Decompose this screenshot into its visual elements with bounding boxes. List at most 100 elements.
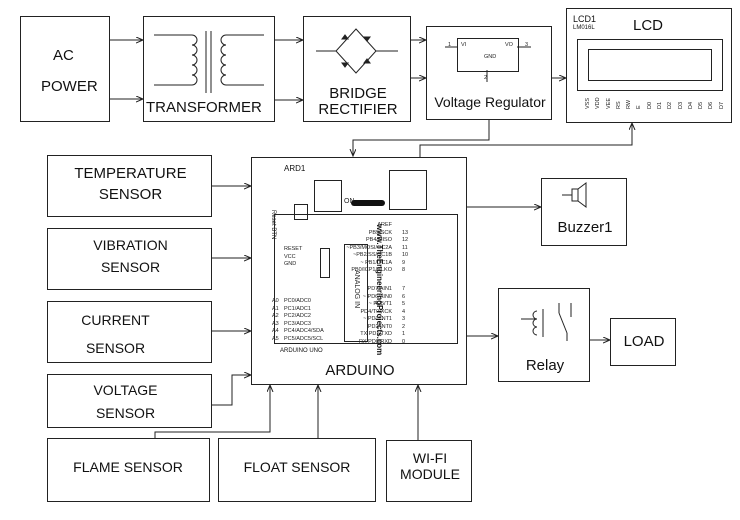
arduino-pin-number: 6 xyxy=(402,293,406,300)
arduino-pin-number: A4 xyxy=(272,328,279,334)
current-label-line1: CURRENT xyxy=(81,312,150,328)
lcd-pin-label: RS xyxy=(615,101,622,109)
transformer-block: TRANSFORMER xyxy=(143,16,275,122)
relay-block: Relay xyxy=(498,288,590,382)
arduino-pin-number: A3 xyxy=(272,320,279,327)
arduino-pin-number: 3 xyxy=(402,316,406,322)
arduino-pin-label: VCC xyxy=(284,253,296,260)
temperature-label-line1: TEMPERATURE xyxy=(74,165,187,182)
ac-power-label-line2: POWER xyxy=(41,78,98,95)
arduino-ref: ARD1 xyxy=(284,164,306,173)
ac-power-block: AC POWER xyxy=(20,16,110,122)
arduino-board xyxy=(274,214,458,344)
lcd-ref: LCD1 xyxy=(573,14,597,24)
arduino-pin-number: 7 xyxy=(402,286,406,292)
arduino-mcu-chip xyxy=(344,244,368,342)
arduino-power-jack xyxy=(314,180,342,212)
arduino-pin-label: PD4/T0/XCK xyxy=(360,308,392,315)
arduino-pin-number: 5 xyxy=(402,301,406,307)
arrow-regulator-arduino xyxy=(353,120,490,156)
voltage-label-line2: SENSOR xyxy=(95,405,156,421)
temperature-sensor-block: TEMPERATURE SENSOR xyxy=(47,155,212,217)
arduino-pin-label: RX PD0/RXD xyxy=(358,338,392,345)
arduino-pin-label: ~ PB1/OC1A xyxy=(360,259,392,266)
buzzer-label: Buzzer1 xyxy=(557,219,613,236)
lcd-pin-label: VSS xyxy=(585,97,591,109)
arduino-pin-number: 10 xyxy=(402,252,409,258)
regulator-chip xyxy=(457,38,519,72)
arduino-pin-label: PC0/ADC0 xyxy=(284,298,311,304)
bridge-rectifier-block: BRIDGE RECTIFIER xyxy=(303,16,411,122)
arduino-pin-number: 1 xyxy=(402,331,406,337)
arduino-pin-number: A2 xyxy=(272,313,279,319)
arduino-pin-number: 4 xyxy=(402,308,406,315)
arduino-pin-number: 8 xyxy=(402,267,406,273)
arduino-pin-label: PD7/AIN1 xyxy=(367,286,392,292)
ac-power-label-line1: AC xyxy=(53,47,74,64)
arrow-voltage-arduino xyxy=(212,375,251,406)
regulator-pin2-num: 2 xyxy=(484,75,488,81)
lcd-pin-label: D5 xyxy=(698,101,705,109)
flame-sensor-label: FLAME SENSOR xyxy=(73,459,183,475)
arduino-pin-number: A0 xyxy=(272,298,279,304)
arduino-pin-number: A5 xyxy=(272,335,279,342)
arduino-pin-label: ~PB2/SS/OC1B xyxy=(353,252,392,258)
lcd-pin-label: D1 xyxy=(657,101,663,109)
lcd-screen xyxy=(588,49,712,81)
lcd-pin-label: D6 xyxy=(708,101,715,109)
arduino-pin-label: ~PB3/MOSI/OC2A xyxy=(346,244,392,251)
regulator-leads xyxy=(445,46,531,82)
flame-sensor-block: FLAME SENSOR xyxy=(47,438,210,502)
lcd-title: LCD xyxy=(633,17,664,34)
bridge-label-line1: BRIDGE xyxy=(329,85,387,102)
arduino-pin-number: 13 xyxy=(402,229,409,236)
current-sensor-block: CURRENT SENSOR xyxy=(47,301,212,363)
arrow-flame-arduino xyxy=(154,385,270,438)
arduino-crystal xyxy=(320,248,330,278)
bridge-rectifier-icon xyxy=(316,28,398,74)
lcd-pin-label: D4 xyxy=(687,101,694,109)
arduino-pin-number: 0 xyxy=(402,338,406,345)
voltage-regulator-block: 1 VI VO 3 GND 2 Voltage Regulator xyxy=(426,26,552,120)
arduino-pin-label: PD2/INT0 xyxy=(367,323,392,330)
lcd-pin-label: D0 xyxy=(646,101,653,109)
buzzer-icon xyxy=(562,182,587,208)
arduino-model: ARDUINO UNO xyxy=(280,348,323,354)
arduino-pin-label: PC4/ADC4/SDA xyxy=(284,328,324,334)
vibration-sensor-block: VIBRATION SENSOR xyxy=(47,228,212,290)
lcd-pin-label: D2 xyxy=(667,101,674,109)
arduino-usb-port xyxy=(389,170,427,210)
voltage-regulator-label: Voltage Regulator xyxy=(434,94,546,110)
relay-label: Relay xyxy=(525,357,565,374)
arduino-pin-label: AREF xyxy=(377,222,392,228)
arduino-pin-label: ~ PD6/AIN0 xyxy=(362,293,392,300)
arduino-pin-label: PC3/ADC3 xyxy=(284,320,311,327)
arduino-pin-label: PB5/SCK xyxy=(368,229,392,236)
regulator-pin1-num: 1 xyxy=(448,42,452,48)
buzzer-block: Buzzer1 xyxy=(541,178,627,246)
arduino-pin-number: A1 xyxy=(272,305,279,312)
transformer-icon xyxy=(154,31,264,93)
regulator-pin-vo: VO xyxy=(505,42,513,48)
vibration-label-line1: VIBRATION xyxy=(93,237,168,253)
float-sensor-label: FLOAT SENSOR xyxy=(243,459,351,475)
lcd-pin-label: D7 xyxy=(718,101,725,109)
lcd-pin-label: D3 xyxy=(677,101,684,109)
arduino-header-strip xyxy=(351,200,385,206)
bridge-label-line2: RECTIFIER xyxy=(318,101,398,118)
arduino-pin-label: PC2/ADC2 xyxy=(284,313,311,319)
wifi-label-line1: WI-FI xyxy=(412,450,448,466)
regulator-pin-vi: VI xyxy=(461,42,467,48)
arduino-pin-label: PC5/ADC5/SCL xyxy=(284,335,324,342)
arduino-on-led-label: ON xyxy=(344,198,355,205)
arduino-pin-label: PC1/ADC1 xyxy=(284,305,311,312)
relay-icon xyxy=(521,303,572,341)
voltage-sensor-block: VOLTAGE SENSOR xyxy=(47,374,212,428)
transformer-label: TRANSFORMER xyxy=(146,99,262,116)
vibration-label-line2: SENSOR xyxy=(100,259,161,275)
arduino-block: ARD1 ON Reset BTN www.TheEngineeringProj… xyxy=(251,157,467,385)
